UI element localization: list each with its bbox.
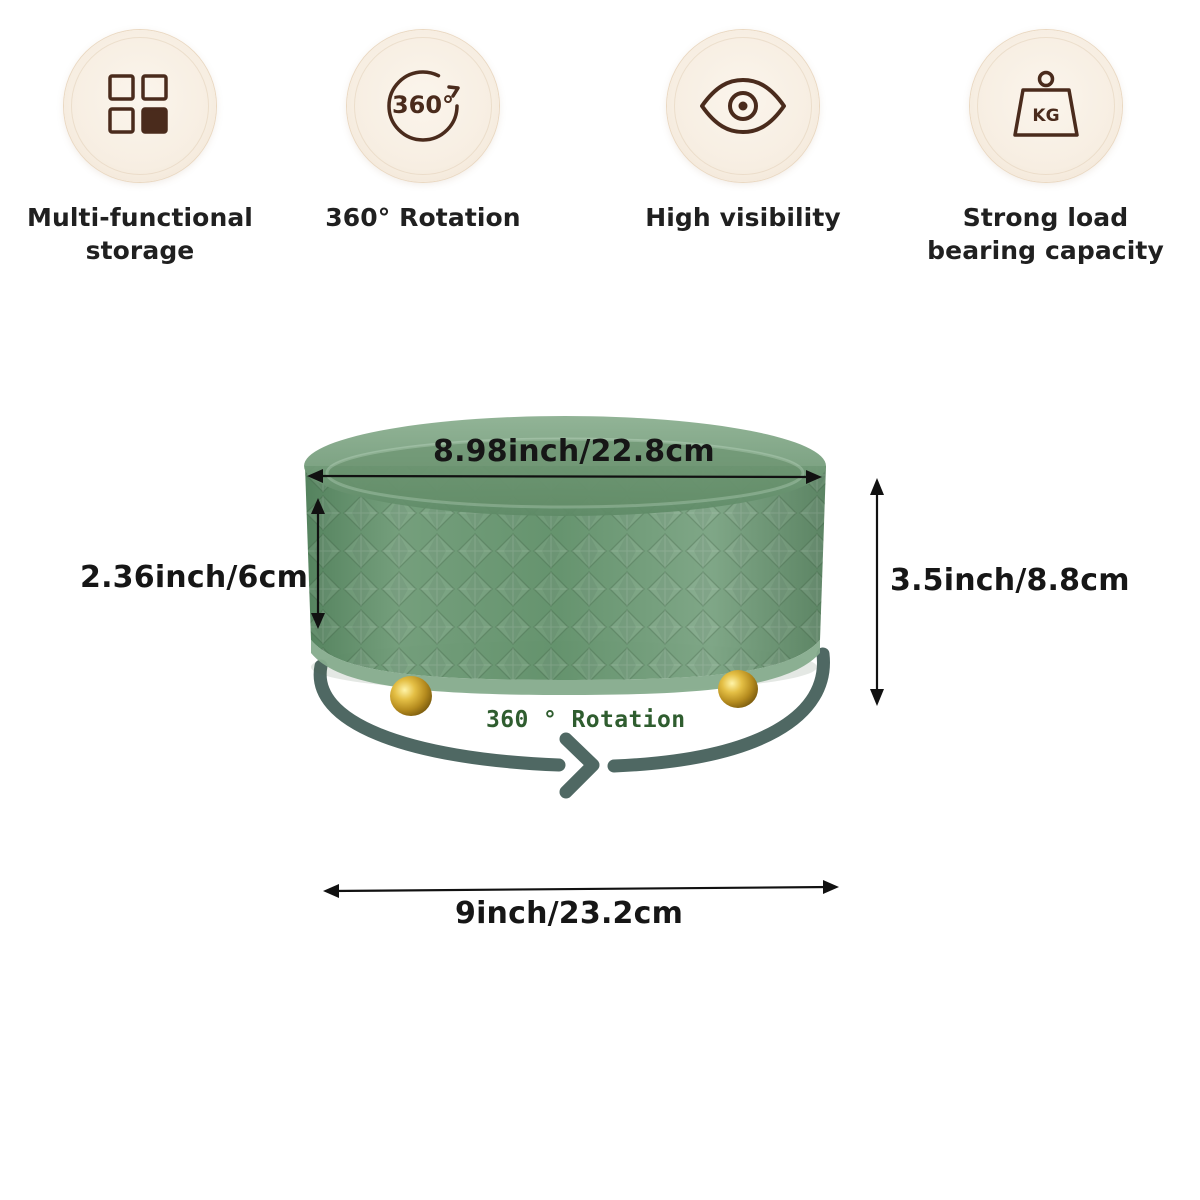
feature-label-line: storage [85,236,195,266]
feature-label-multi-functional: Multi-functional storage [15,201,265,268]
feature-label-line: High visibility [645,203,841,232]
rotation-arrow-back-arc [313,659,566,772]
rotation-arrow-head [559,732,600,799]
feature-label-360-rotation: 360° Rotation [298,201,548,234]
base-width-arrow [323,880,839,898]
bowl-inner-rim [325,437,805,509]
bowl-height-arrow [311,498,325,629]
feature-badge-strong-load: KG [969,30,1122,182]
right-gold-foot [718,670,758,708]
feature-label-line: bearing capacity [927,236,1164,266]
rotation-arrow-right-arc [607,647,830,773]
feature-label-line: 360° Rotation [325,203,521,232]
bowl-diamond-pattern [305,466,826,680]
feature-item-strong-load: KG Strong load bearing capacity [918,30,1173,268]
feature-badge-high-visibility [667,30,819,182]
feature-item-high-visibility: High visibility [618,30,868,234]
feature-item-360-rotation: 360° 360° Rotation [298,30,548,234]
rotation-label: 360 ° Rotation [486,707,686,733]
feature-label-line: Multi-functional [27,203,253,232]
total-height-arrow [870,478,884,706]
top-width-arrow [307,469,822,484]
feature-label-high-visibility: High visibility [618,201,868,234]
feature-badge-multi-functional [64,30,216,182]
left-gold-foot [390,676,432,716]
feature-label-line: Strong load [962,203,1129,232]
bowl-base-band [311,640,820,695]
feature-badge-360-rotation: 360° [347,30,499,182]
feature-item-multi-functional: Multi-functional storage [15,30,265,268]
feature-label-strong-load: Strong load bearing capacity [918,201,1173,268]
